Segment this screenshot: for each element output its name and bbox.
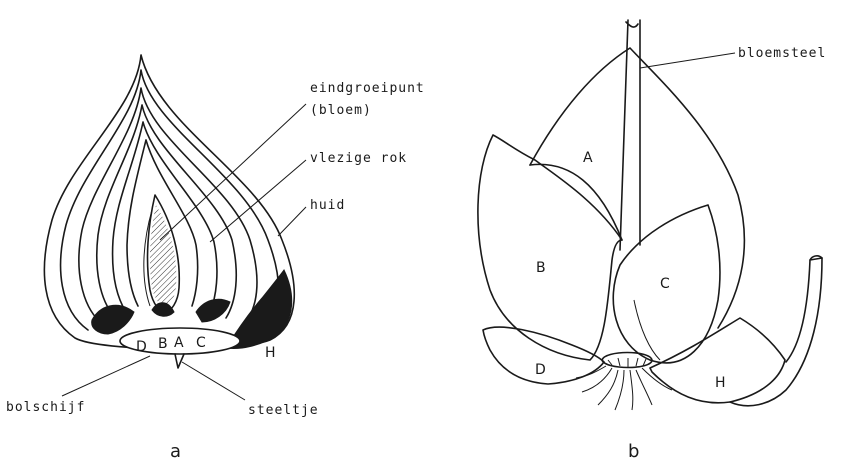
scale-b-outline: [478, 135, 622, 360]
label-eindgroeipunt: eindgroeipunt: [310, 81, 425, 96]
dark-base-left: [92, 305, 134, 334]
leader-vlezige-rok: [210, 160, 306, 242]
basal-disc: [602, 353, 652, 368]
part-b-b: B: [536, 260, 546, 276]
part-c-a: C: [196, 335, 206, 351]
label-steeltje: steeltje: [248, 403, 319, 418]
part-d-b: D: [535, 362, 546, 378]
scale-c-midline: [634, 300, 660, 360]
caption-b: b: [628, 441, 639, 462]
part-h-a: H: [265, 345, 276, 361]
central-bud-hatch: [150, 205, 176, 306]
label-bloemsteel: bloemsteel: [738, 46, 826, 61]
stalk: [175, 354, 184, 368]
scale-h-tail: [730, 258, 822, 406]
label-bolschijf: bolschijf: [6, 400, 85, 415]
part-b-a: B: [158, 336, 168, 352]
part-a-a: A: [174, 335, 184, 351]
leader-eindgroeipunt: [160, 104, 306, 240]
leader-steeltje: [182, 362, 245, 400]
dark-base-mid-right: [196, 299, 230, 322]
leader-huid: [278, 207, 306, 236]
part-h-b: H: [715, 375, 726, 391]
figure-b-dissected-bulb: bloemsteel A B C D H b: [478, 20, 826, 462]
leader-bolschijf: [62, 356, 150, 396]
label-bloem: (bloem): [310, 103, 372, 118]
scale-a-inner-line: [530, 164, 622, 240]
part-c-b: C: [660, 276, 670, 292]
part-a-b: A: [583, 150, 593, 166]
label-huid: huid: [310, 198, 345, 213]
label-vlezige-rok: vlezige rok: [310, 151, 407, 166]
scale-a-outline: [530, 48, 744, 328]
part-d-a: D: [136, 339, 147, 355]
figure-a-bulb-section: eindgroeipunt (bloem) vlezige rok huid b…: [6, 55, 425, 462]
leader-bloemsteel: [640, 53, 735, 68]
caption-a: a: [170, 441, 181, 462]
